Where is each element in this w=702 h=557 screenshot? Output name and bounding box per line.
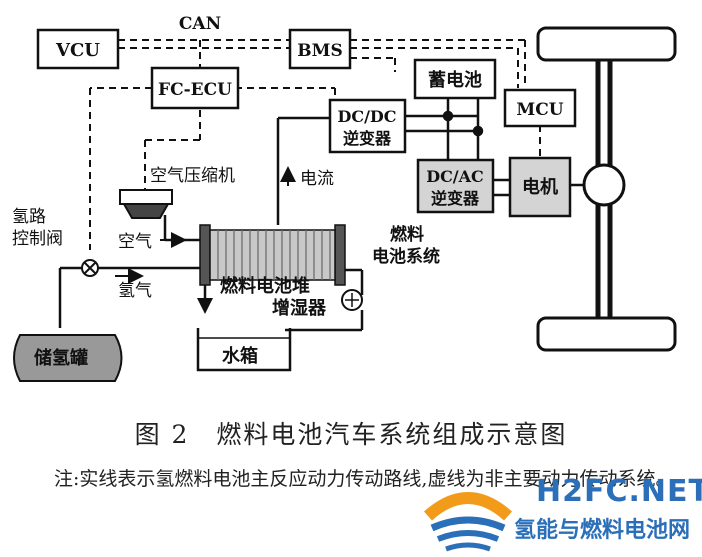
front-wheel-bottom: [536, 316, 677, 352]
h2-valve-label-1: 氢路: [12, 207, 46, 227]
fc-system-label-1: 燃料: [390, 224, 424, 245]
battery-label: 蓄电池: [428, 69, 482, 91]
vcu-box: VCU: [36, 28, 120, 70]
system-diagram: VCU CAN BMS FC-ECU 蓄电池 MCU DC/DC 逆变器 DC/…: [12, 14, 677, 382]
figure-caption: 图 2 燃料电池汽车系统组成示意图: [134, 420, 568, 449]
dcdc-label-1: DC/DC: [337, 107, 396, 126]
dcac-box: DC/AC 逆变器: [416, 158, 495, 214]
water-tank: 水箱: [196, 328, 292, 372]
can-bus-lines: [89, 39, 541, 250]
h2-valve-icon: [81, 259, 99, 277]
watermark-site: H2FC.NET: [536, 474, 702, 509]
fc-ecu-box: FC-ECU: [150, 66, 240, 110]
power-lines: [58, 93, 585, 332]
front-wheel-top: [536, 26, 677, 62]
dcdc-box: DC/DC 逆变器: [328, 98, 407, 154]
watermark-name: 氢能与燃料电池网: [514, 518, 691, 543]
can-label: CAN: [179, 14, 221, 34]
air-label: 空气: [118, 232, 152, 252]
dcdc-label-2: 逆变器: [343, 129, 392, 148]
current-label: 电流: [300, 169, 334, 189]
mcu-label: MCU: [516, 100, 563, 120]
hydrogen-label: 氢气: [118, 281, 152, 301]
dcac-label-2: 逆变器: [431, 189, 480, 208]
bms-box: BMS: [288, 28, 352, 70]
vcu-label: VCU: [55, 40, 100, 61]
watermark-logo-icon: [423, 492, 513, 552]
h2-valve-label-2: 控制阀: [12, 229, 63, 249]
battery-box: 蓄电池: [413, 58, 497, 100]
fc-system-label-2: 电池系统: [372, 246, 440, 267]
axle-hub: [582, 163, 626, 207]
humidifier-icon: [341, 289, 363, 311]
mcu-box: MCU: [503, 88, 577, 128]
vehicle-chassis: [536, 26, 677, 352]
air-compressor: 空气压缩机: [119, 166, 235, 219]
humidifier-label: 增湿器: [272, 297, 327, 319]
bms-label: BMS: [297, 41, 342, 61]
dcac-label-1: DC/AC: [426, 167, 484, 186]
figure-note: 注:实线表示氢燃料电池主反应动力传动路线,虚线为非主要动力传动系统。: [54, 468, 675, 490]
air-compressor-label: 空气压缩机: [150, 166, 235, 186]
fc-ecu-label: FC-ECU: [158, 80, 232, 100]
water-tank-label: 水箱: [222, 345, 258, 367]
fuel-cell-stack-label: 燃料电池堆: [220, 275, 310, 297]
motor-box: 电机: [508, 156, 572, 218]
watermark: H2FC.NET 氢能与燃料电池网: [418, 472, 702, 552]
h2-tank: 储氢罐: [13, 334, 123, 382]
fuel-cell-stack: 燃料电池堆: [199, 224, 346, 297]
h2-tank-label: 储氢罐: [33, 347, 88, 369]
motor-label: 电机: [522, 176, 558, 198]
